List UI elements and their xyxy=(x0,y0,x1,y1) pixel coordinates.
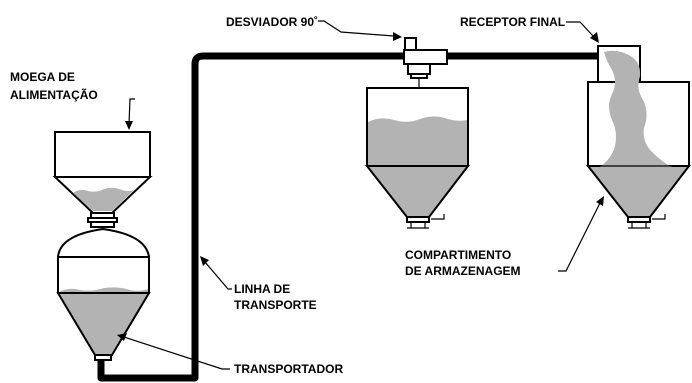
label-storage-2: DE ARMAZENAGEM xyxy=(405,264,521,278)
label-feed-hopper-1: MOEGA DE xyxy=(10,70,75,84)
leader-lines xyxy=(117,20,604,370)
label-conveying-line-1: LINHA DE xyxy=(234,282,290,296)
label-transporter: TRANSPORTADOR xyxy=(234,362,343,376)
label-conveying-line-2: TRANSPORTE xyxy=(234,298,317,312)
label-feed-hopper-2: ALIMENTAÇÃO xyxy=(10,87,98,102)
label-diverter: DESVIADOR 90˚ xyxy=(226,15,318,29)
final-receiver xyxy=(585,45,692,229)
label-storage-1: COMPARTIMENTO xyxy=(405,248,511,262)
label-final-receiver: RECEPTOR FINAL xyxy=(460,15,565,29)
storage-bin xyxy=(364,87,471,229)
transporter-vessel xyxy=(56,227,151,361)
diverter-90 xyxy=(403,37,448,88)
conveying-line xyxy=(97,52,600,382)
feed-hopper xyxy=(52,131,153,228)
